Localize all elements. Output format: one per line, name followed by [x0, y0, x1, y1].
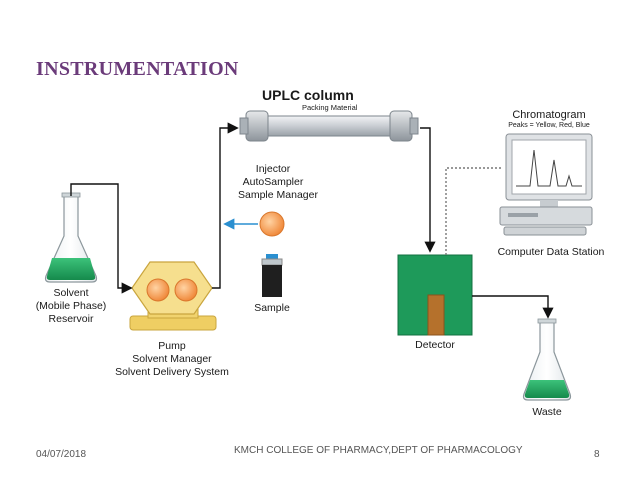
solvent-line: Reservoir: [48, 313, 94, 325]
injector: [259, 211, 285, 237]
slide-title: INSTRUMENTATION: [36, 58, 239, 80]
detector: [397, 254, 473, 336]
pump: [129, 261, 217, 331]
detector-label: Detector: [415, 339, 455, 351]
chromatogram-title: Chromatogram: [512, 109, 586, 121]
footer-institution: KMCH COLLEGE OF PHARMACY,DEPT OF PHARMAC…: [234, 445, 523, 456]
waste-flask: [522, 318, 572, 401]
pump-line: Solvent Delivery System: [115, 366, 229, 378]
sample-vial: [261, 254, 283, 297]
pump-line: Pump: [158, 340, 186, 352]
computer-label: Computer Data Station: [497, 246, 605, 258]
column-title: UPLC column: [262, 87, 354, 103]
uplc-column: [239, 110, 419, 142]
solvent-label: Solvent (Mobile Phase) Reservoir: [28, 287, 114, 326]
chromatogram-subtitle: Peaks = Yellow, Red, Blue: [508, 122, 590, 129]
pump-line: Solvent Manager: [132, 353, 212, 365]
flow-lines: [70, 122, 554, 319]
solvent-flask: [44, 192, 98, 283]
computer-station: [499, 133, 593, 236]
injector-line: AutoSampler: [242, 176, 304, 188]
sample-label: Sample: [254, 302, 290, 314]
footer-page-number: 8: [594, 449, 600, 460]
solvent-line: (Mobile Phase): [35, 300, 107, 312]
injector-line: Injector: [255, 163, 291, 175]
footer-date: 04/07/2018: [36, 449, 87, 460]
column-subtitle: Packing Material: [302, 103, 358, 112]
solvent-line: Solvent: [53, 287, 89, 299]
waste-label: Waste: [532, 406, 562, 418]
injector-line: Sample Manager: [238, 189, 318, 201]
injector-label: Injector AutoSampler Sample Manager: [238, 163, 318, 202]
pump-label: Pump Solvent Manager Solvent Delivery Sy…: [102, 340, 242, 379]
